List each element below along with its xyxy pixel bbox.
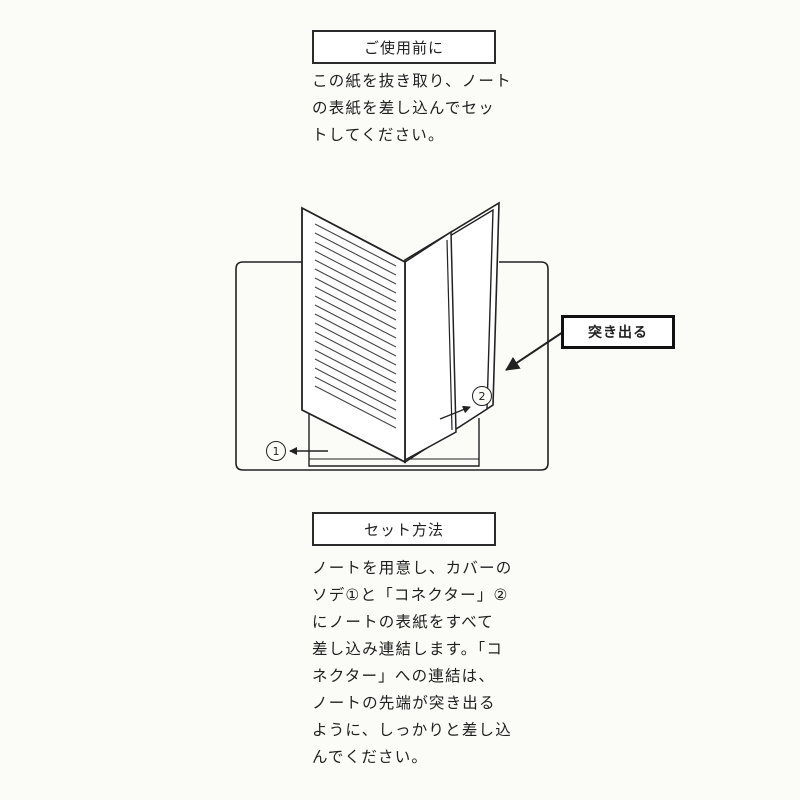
instruction-line: ノートの先端が突き出る xyxy=(312,694,496,712)
callout-arrow xyxy=(505,329,567,371)
marker-sleeve: 1 xyxy=(266,441,286,461)
instruction-line: ネクター」への連結は、 xyxy=(312,667,496,685)
before-use-instructions: この紙を抜き取り、ノート の表紙を差し込んでセッ トしてください。 xyxy=(312,68,512,149)
notebook-left-page xyxy=(301,206,406,464)
instruction-line: トしてください。 xyxy=(312,126,445,144)
ruled-lines xyxy=(314,223,397,429)
protrude-callout: 突き出る xyxy=(561,315,675,349)
marker-connector: 2 xyxy=(472,386,492,406)
cover-right-panel xyxy=(405,261,549,471)
sleeve-left xyxy=(308,413,405,467)
instruction-line: んでください。 xyxy=(312,748,429,766)
instruction-line: にノートの表紙をすべて xyxy=(312,613,494,631)
cover-left-panel xyxy=(235,261,405,471)
before-use-heading: ご使用前に xyxy=(312,30,496,64)
instruction-line: 差し込み連結します。「コ xyxy=(312,640,504,658)
instruction-line: ソデ①と「コネクター」② xyxy=(312,586,509,604)
set-method-heading: セット方法 xyxy=(312,512,496,546)
sleeve-right xyxy=(405,418,480,467)
instruction-line: の表紙を差し込んでセッ xyxy=(312,99,495,117)
instruction-line: ノートを用意し、カバーの xyxy=(312,559,513,577)
instruction-line: ように、しっかりと差し込 xyxy=(312,721,512,739)
set-method-instructions: ノートを用意し、カバーの ソデ①と「コネクター」② にノートの表紙をすべて 差し… xyxy=(312,555,512,771)
arrow-to-connector xyxy=(439,405,471,420)
instruction-line: この紙を抜き取り、ノート xyxy=(312,72,512,90)
notebook-right-page xyxy=(404,230,457,462)
